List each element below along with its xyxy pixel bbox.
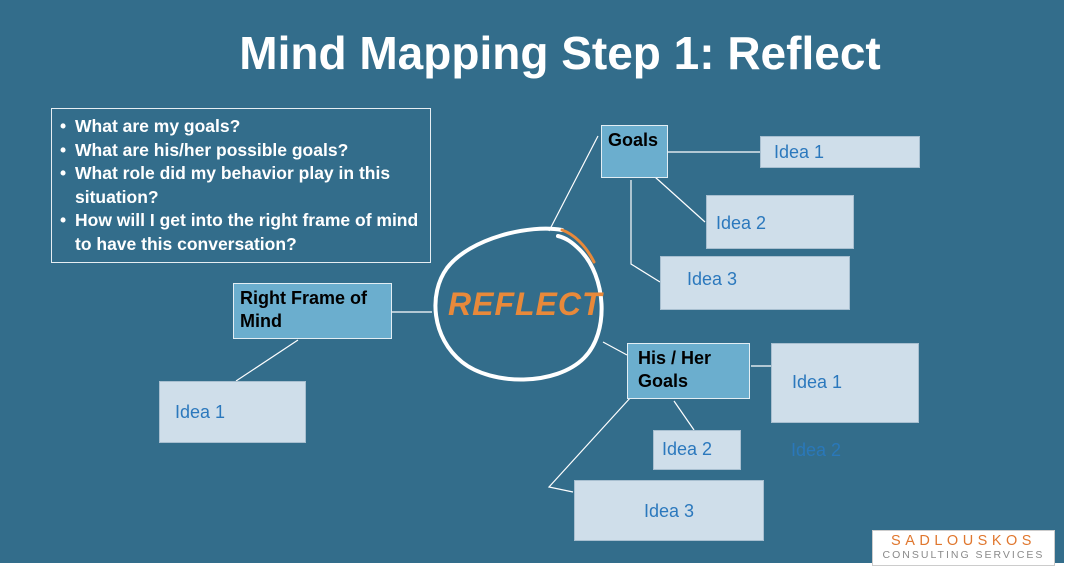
page-title: Mind Mapping Step 1: Reflect <box>239 27 881 79</box>
question-item: How will I get into the right frame of m… <box>60 209 430 256</box>
logo-line-1: SADLOUSKOS <box>891 533 1036 549</box>
logo-line-2: CONSULTING SERVICES <box>882 549 1045 561</box>
connector-hisher-idea3 <box>547 396 632 493</box>
question-item: What are his/her possible goals? <box>60 139 430 163</box>
goals-idea-1: Idea 1 <box>760 136 920 168</box>
connector-goals-idea2 <box>654 176 706 223</box>
topic-his-her-goals: His / Her Goals <box>627 343 750 399</box>
reflect-circle <box>433 226 604 382</box>
his-her-idea-1: Idea 1 <box>771 343 919 423</box>
question-item: What are my goals? <box>60 115 430 139</box>
topic-goals: Goals <box>601 125 668 178</box>
reflection-questions-box: What are my goals? What are his/her poss… <box>51 108 431 263</box>
connector-center-goals <box>548 135 599 232</box>
right-frame-idea-1: Idea 1 <box>159 381 306 443</box>
company-logo: SADLOUSKOS CONSULTING SERVICES <box>872 530 1055 566</box>
his-her-idea-2: Idea 2 <box>653 430 741 470</box>
goals-idea-3: Idea 3 <box>660 256 850 310</box>
goals-idea-2: Idea 2 <box>706 195 854 249</box>
topic-right-frame-of-mind: Right Frame of Mind <box>233 283 392 339</box>
question-item: What role did my behavior play in this s… <box>60 162 430 209</box>
center-node-reflect: REFLECT <box>448 286 603 322</box>
connector-goals-idea3 <box>630 180 661 283</box>
his-her-idea-3: Idea 3 <box>574 480 764 541</box>
connector-rightframe-idea1 <box>235 339 299 382</box>
connector-center-hisher <box>602 341 628 356</box>
connector-hisher-idea2 <box>673 400 695 431</box>
his-her-faint-idea: Idea 2 <box>791 440 842 460</box>
